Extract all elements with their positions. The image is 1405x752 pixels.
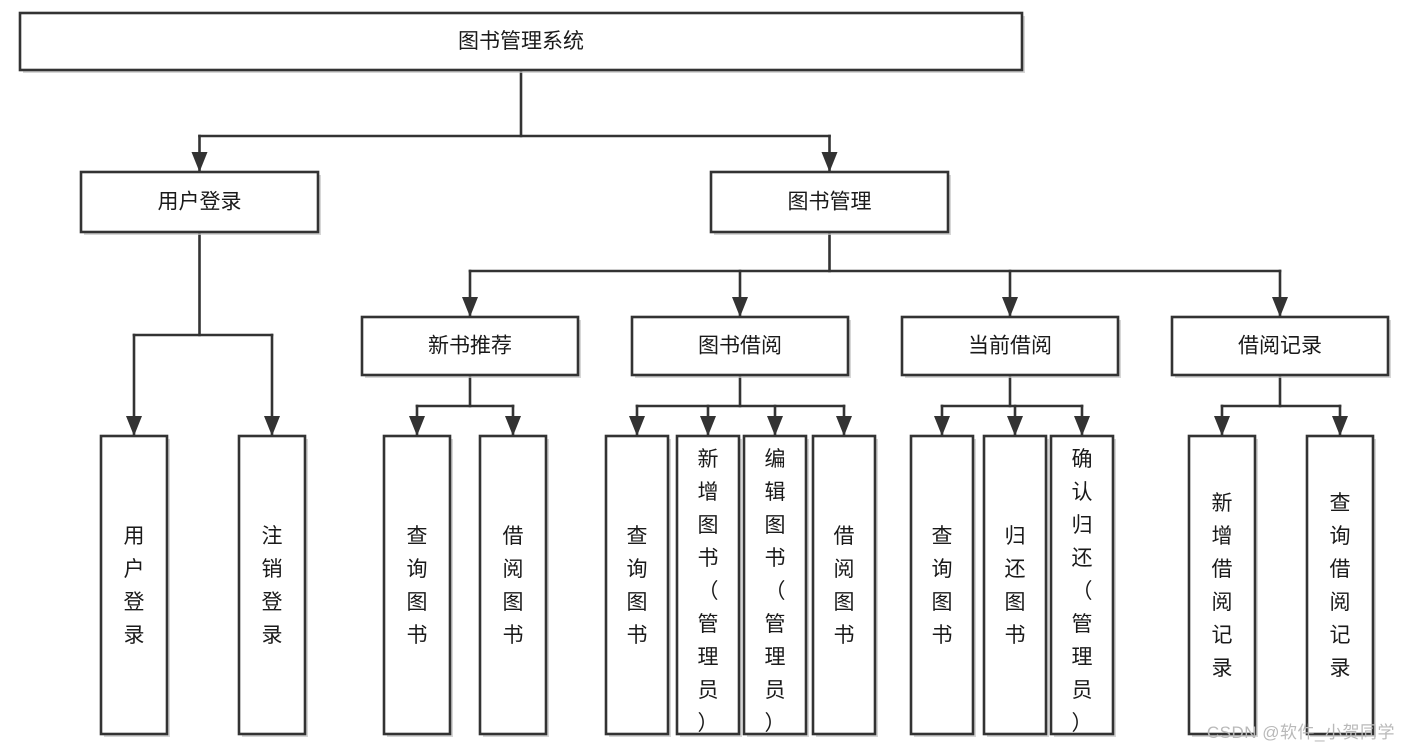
edge-user-login-arrow-1 [264, 416, 280, 436]
edge-book-borrow-arrow-0 [629, 416, 645, 436]
leaf-return-books[interactable] [982, 434, 1048, 736]
leaf-query-record[interactable] [1305, 434, 1375, 736]
leaf-borrow-books-1[interactable] [478, 434, 548, 736]
leaf-query-record-label: 查询借阅记录 [1330, 492, 1351, 680]
edge-book-manage-arrow-1 [732, 297, 748, 317]
leaf-add-book-label: 新增图书（管理员） [698, 448, 719, 735]
leaf-confirm-return-label: 确认归还（管理员） [1072, 448, 1093, 735]
leaf-add-book[interactable] [675, 434, 741, 736]
edge-book-manage-arrow-0 [462, 297, 478, 317]
node-user-login[interactable] [79, 170, 320, 234]
node-current-borrow[interactable] [900, 315, 1120, 377]
leaf-confirm-return[interactable] [1049, 434, 1115, 736]
edge-book-manage-arrow-3 [1272, 297, 1288, 317]
node-book-management-label: 图书管理 [788, 191, 872, 214]
leaf-add-record-label: 新增借阅记录 [1212, 492, 1233, 680]
node-book-management[interactable] [709, 170, 950, 234]
node-layer: 图书管理系统用户登录图书管理新书推荐图书借阅当前借阅借阅记录用户登录注销登录查询… [18, 11, 1391, 737]
watermark-text: CSDN @软件_小贺同学 [1206, 723, 1395, 742]
leaf-user-login[interactable] [99, 434, 169, 736]
edge-current-borrow-arrow-0 [934, 416, 950, 436]
leaf-logout-login[interactable] [237, 434, 307, 736]
node-new-book-recommend[interactable] [360, 315, 580, 377]
leaf-edit-book[interactable] [742, 434, 808, 736]
leaf-add-record[interactable] [1187, 434, 1257, 736]
node-book-borrow[interactable] [630, 315, 850, 377]
node-current-borrow-label: 当前借阅 [968, 335, 1052, 358]
node-root-system[interactable] [18, 11, 1024, 72]
edge-book-borrow-arrow-2 [767, 416, 783, 436]
leaf-borrow-books-1-label: 借阅图书 [503, 525, 524, 647]
edge-root-arrow-0 [191, 152, 208, 172]
edge-user-login-arrow-0 [126, 416, 142, 436]
node-borrow-record-label: 借阅记录 [1238, 335, 1322, 358]
node-book-borrow-label: 图书借阅 [698, 335, 782, 358]
leaf-query-books-2-label: 查询图书 [627, 525, 648, 647]
leaf-logout-login-label: 注销登录 [262, 525, 283, 647]
leaf-query-books-3-label: 查询图书 [932, 525, 953, 647]
leaf-query-books-3[interactable] [909, 434, 975, 736]
edge-book-manage-arrow-2 [1002, 297, 1018, 317]
leaf-query-books-1[interactable] [382, 434, 452, 736]
node-root-system-label: 图书管理系统 [458, 30, 584, 53]
node-user-login-label: 用户登录 [158, 191, 242, 214]
connector-layer [126, 68, 1348, 436]
edge-book-borrow-arrow-1 [700, 416, 716, 436]
node-borrow-record[interactable] [1170, 315, 1390, 377]
edge-new-book-arrow-1 [505, 416, 521, 436]
leaf-query-books-2[interactable] [604, 434, 670, 736]
edge-borrow-record-arrow-0 [1214, 416, 1230, 436]
leaf-edit-book-label: 编辑图书（管理员） [765, 448, 786, 735]
edge-book-borrow-arrow-3 [836, 416, 852, 436]
leaf-query-books-1-label: 查询图书 [407, 525, 428, 647]
edge-current-borrow-arrow-1 [1007, 416, 1023, 436]
leaf-return-books-label: 归还图书 [1005, 525, 1026, 647]
leaf-user-login-label: 用户登录 [124, 525, 145, 647]
edge-borrow-record-arrow-1 [1332, 416, 1348, 436]
leaf-borrow-books-2[interactable] [811, 434, 877, 736]
edge-new-book-arrow-0 [409, 416, 425, 436]
node-new-book-recommend-label: 新书推荐 [428, 335, 512, 358]
edge-root-arrow-1 [821, 152, 838, 172]
leaf-borrow-books-2-label: 借阅图书 [834, 525, 855, 647]
edge-current-borrow-arrow-2 [1074, 416, 1090, 436]
